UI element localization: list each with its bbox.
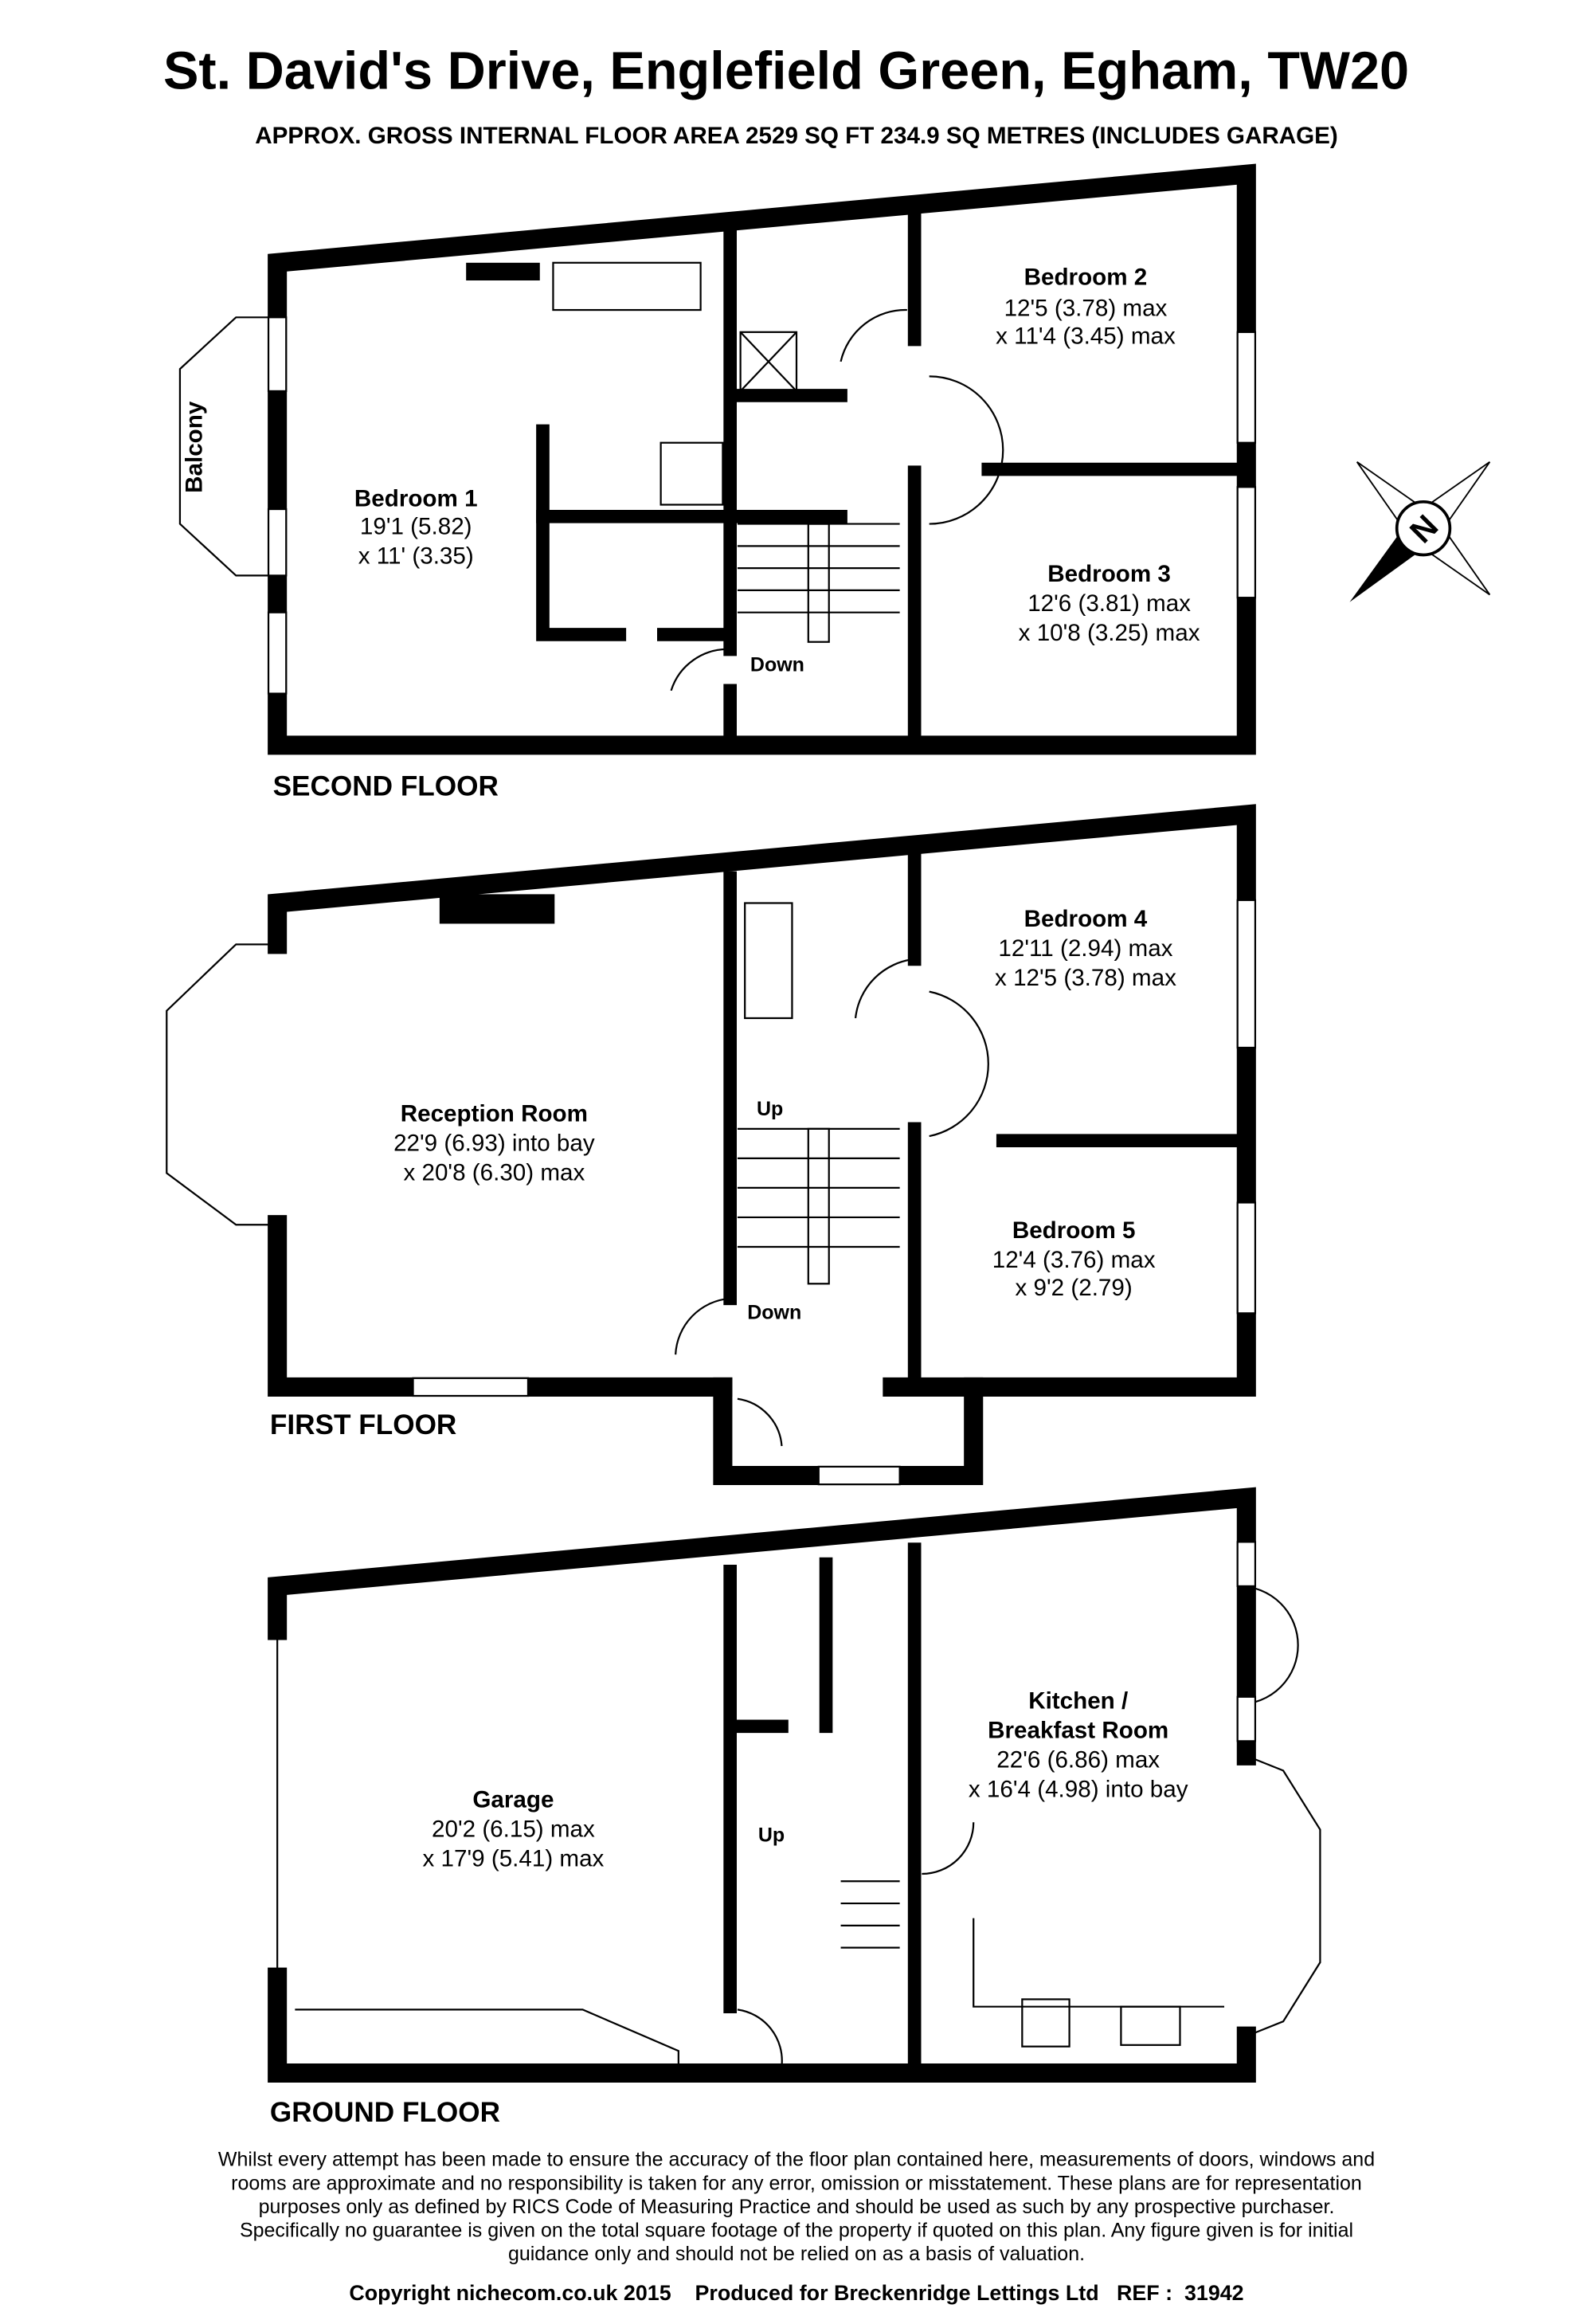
room-dim: 12'4 (3.76) max bbox=[992, 1247, 1156, 1273]
room-name: Breakfast Room bbox=[988, 1718, 1168, 1744]
stairs-up-label: Up bbox=[758, 1824, 785, 1846]
room-dim: x 17'9 (5.41) max bbox=[423, 1846, 605, 1872]
room-name: Garage bbox=[472, 1787, 554, 1813]
room-dim: 12'5 (3.78) max bbox=[1004, 295, 1168, 321]
room-dim: 12'6 (3.81) max bbox=[1027, 590, 1191, 617]
room-dim: x 16'4 (4.98) into bay bbox=[969, 1777, 1188, 1803]
room-dim: 22'6 (6.86) max bbox=[996, 1747, 1160, 1773]
disclaimer-line: guidance only and should not be relied o… bbox=[508, 2243, 1085, 2265]
room-name: Bedroom 1 bbox=[354, 485, 478, 511]
room-dim: x 11'4 (3.45) max bbox=[996, 323, 1176, 350]
disclaimer: Whilst every attempt has been made to en… bbox=[218, 2149, 1375, 2266]
room-name: Bedroom 3 bbox=[1047, 561, 1171, 587]
floor-label: SECOND FLOOR bbox=[273, 770, 499, 801]
disclaimer-line: purposes only as defined by RICS Code of… bbox=[259, 2196, 1335, 2218]
disclaimer-line: Specifically no guarantee is given on th… bbox=[240, 2220, 1353, 2242]
balcony-label: Balcony bbox=[182, 401, 208, 493]
room-name: Kitchen / bbox=[1028, 1688, 1128, 1715]
room-name: Bedroom 5 bbox=[1012, 1217, 1136, 1244]
room-dim: 19'1 (5.82) bbox=[360, 514, 472, 540]
room-dim: 20'2 (6.15) max bbox=[432, 1816, 595, 1843]
first-floor-plan: Up Down Reception Room 22'9 (6.93) into … bbox=[166, 804, 1257, 1486]
room-dim: x 11' (3.35) bbox=[358, 543, 474, 570]
room-dim: x 10'8 (3.25) max bbox=[1019, 620, 1200, 646]
room-dim: x 9'2 (2.79) bbox=[1016, 1275, 1133, 1301]
page-title: St. David's Drive, Englefield Green, Egh… bbox=[163, 41, 1409, 100]
room-dim: 12'11 (2.94) max bbox=[998, 935, 1172, 962]
room-dim: x 20'8 (6.30) max bbox=[403, 1160, 585, 1186]
disclaimer-line: rooms are approximate and no responsibil… bbox=[231, 2172, 1362, 2194]
second-floor-plan: Balcony Down Bedroom 1 19'1 (5.82) x 11'… bbox=[178, 163, 1257, 801]
ground-floor-plan: Up Garage 20'2 (6.15) max x 17'9 (5.41) … bbox=[268, 1487, 1321, 2128]
north-compass-icon: N bbox=[1349, 461, 1491, 602]
copyright: Copyright nichecom.co.uk 2015 Produced f… bbox=[349, 2281, 1243, 2305]
stairs-down-label: Down bbox=[750, 654, 804, 676]
room-name: Bedroom 2 bbox=[1024, 265, 1148, 291]
floor-label: FIRST FLOOR bbox=[270, 1409, 456, 1440]
stairs-up-label: Up bbox=[757, 1098, 783, 1120]
room-name: Bedroom 4 bbox=[1024, 906, 1148, 932]
room-dim: x 12'5 (3.78) max bbox=[995, 965, 1176, 991]
disclaimer-line: Whilst every attempt has been made to en… bbox=[218, 2149, 1375, 2171]
room-name: Reception Room bbox=[401, 1101, 588, 1127]
room-dim: 22'9 (6.93) into bay bbox=[393, 1131, 595, 1157]
floor-area: APPROX. GROSS INTERNAL FLOOR AREA 2529 S… bbox=[255, 123, 1338, 149]
stairs-down-label: Down bbox=[747, 1302, 801, 1324]
floor-label: GROUND FLOOR bbox=[270, 2097, 500, 2128]
